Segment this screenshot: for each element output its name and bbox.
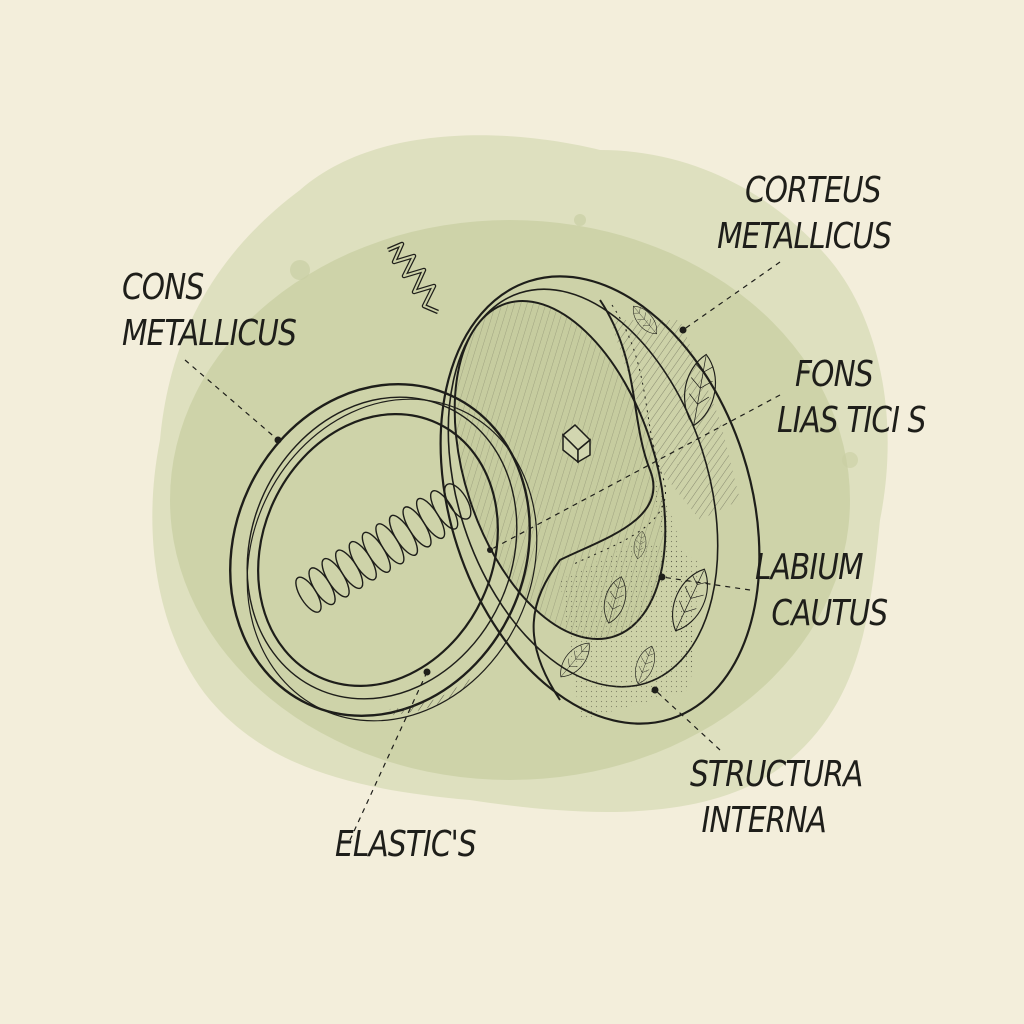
outer-ring-band (439, 275, 761, 725)
label-line: CONS (122, 267, 204, 308)
label-line: METALLICUS (717, 216, 892, 257)
small-block (561, 423, 592, 464)
label-cons-metallicus: CONS METALLICUS (122, 265, 297, 357)
inner-ring (229, 382, 538, 722)
label-corteus-metallicus: CORTEUS METALLICUS (717, 168, 892, 260)
label-line: LIAS TICI S (776, 400, 926, 441)
label-fons-liasticis: FONS LIAS TICI S (777, 352, 926, 444)
label-elasticis: ELASTIC'S (335, 822, 477, 868)
label-line: STRUCTURA (690, 754, 863, 795)
label-line: METALLICUS (122, 313, 297, 354)
small-spring (387, 241, 439, 315)
leader-lines (184, 261, 781, 841)
label-line: LABIUM (755, 547, 864, 588)
label-labium-cautus: LABIUM CAUTUS (755, 545, 888, 637)
label-line: CAUTUS (771, 593, 888, 634)
label-line: CORTEUS (745, 170, 881, 211)
label-line: ELASTIC'S (335, 824, 477, 865)
label-structura-interna: STRUCTURA INTERNA (690, 752, 863, 844)
coil-spring (295, 483, 472, 613)
label-line: INTERNA (701, 800, 827, 841)
leader-dots (274, 326, 687, 694)
label-line: FONS (795, 354, 874, 395)
